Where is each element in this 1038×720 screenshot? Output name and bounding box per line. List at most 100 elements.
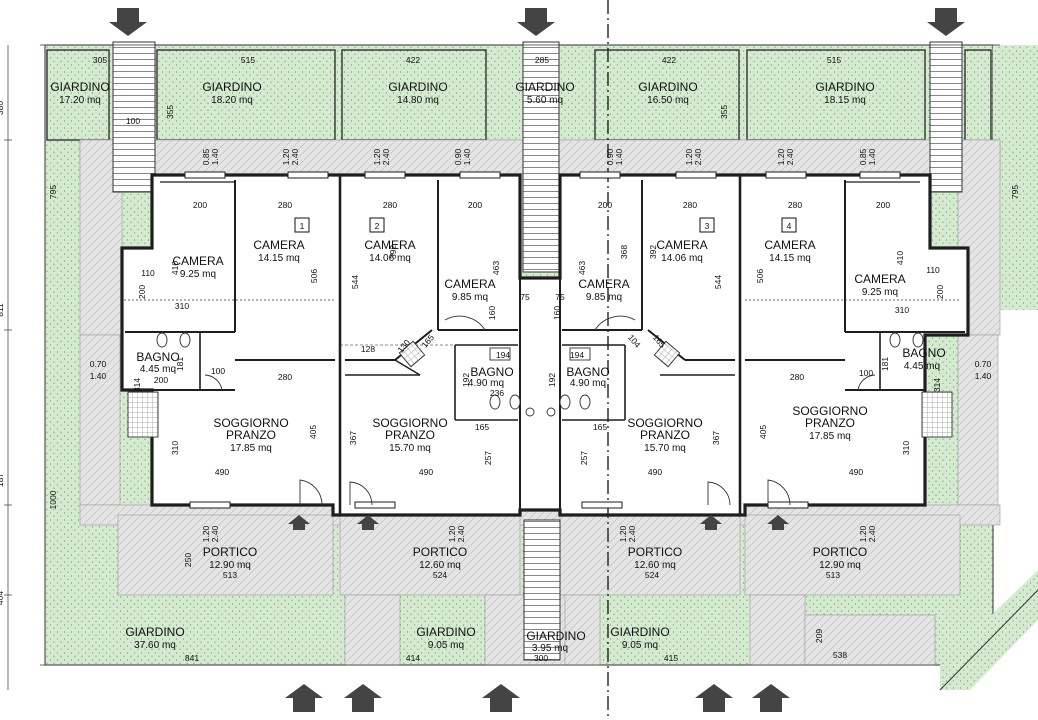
entrance-arrows xyxy=(109,8,965,712)
room-name: BAGNO xyxy=(470,365,513,379)
dim-label: 1000 xyxy=(48,490,58,509)
garden-label: GIARDINO xyxy=(202,80,261,94)
room-name: CAMERA xyxy=(364,238,415,252)
dim-label: 538 xyxy=(833,650,847,660)
dim-label: 2.40 xyxy=(290,148,300,165)
dim-label: 187 xyxy=(0,473,5,487)
room-area: 14.06 mq xyxy=(661,253,703,264)
dim-label: 422 xyxy=(662,55,676,65)
unit-number: 4 xyxy=(787,221,792,231)
room-name: PRANZO xyxy=(640,428,690,442)
dim-label: 192 xyxy=(547,373,557,387)
room-name: BAGNO xyxy=(566,365,609,379)
dim-label: 380 xyxy=(0,101,5,115)
portico-area: 12.60 mq xyxy=(634,560,676,571)
dim-label: 0.70 xyxy=(975,359,992,369)
dim-label: 410 xyxy=(170,261,180,275)
dim-label: 236 xyxy=(490,388,504,398)
dim-label: 280 xyxy=(278,372,292,382)
dim-label: 194 xyxy=(496,350,510,360)
dim-label: 128 xyxy=(361,344,375,354)
garden-area: 3.95 mq xyxy=(532,643,568,654)
dim-label: 100 xyxy=(211,366,225,376)
dim-label: 310 xyxy=(901,441,911,455)
dim-label: 414 xyxy=(406,653,420,663)
arrow-up-icon xyxy=(357,515,379,530)
dim-label: 490 xyxy=(215,467,229,477)
dim-label: 100 xyxy=(126,116,140,126)
garden-area: 5.60 mq xyxy=(527,95,563,106)
door-swings xyxy=(204,315,876,506)
garden-label: GIARDINO xyxy=(526,629,585,643)
dim-label: 200 xyxy=(154,375,168,385)
garden-area: 37.60 mq xyxy=(134,640,176,651)
dim-label: 110 xyxy=(926,265,940,275)
garden-label: GIARDINO xyxy=(416,625,475,639)
garden-label: GIARDINO xyxy=(50,80,109,94)
room-area: 14.15 mq xyxy=(769,253,811,264)
dim-label: 1.40 xyxy=(90,371,107,381)
paving xyxy=(79,139,1001,666)
dim-label: 367 xyxy=(348,431,358,445)
garden-label: GIARDINO xyxy=(610,625,669,639)
dim-label: 200 xyxy=(598,200,612,210)
garden-label: GIARDINO xyxy=(125,625,184,639)
dim-label: 506 xyxy=(309,269,319,283)
dim-label: 405 xyxy=(758,425,768,439)
portico-area: 12.60 mq xyxy=(419,560,461,571)
dim-label: 0.85 xyxy=(858,148,868,165)
building-walls xyxy=(120,173,970,517)
room-name: SOGGIORNO xyxy=(372,416,447,430)
dim-label: 2.40 xyxy=(693,148,703,165)
dim-label: 75 xyxy=(555,292,565,302)
dim-label: 1.20 xyxy=(618,525,628,542)
dim-label: 1.40 xyxy=(867,148,877,165)
garden-label: GIARDINO xyxy=(515,80,574,94)
dim-label: 1.20 xyxy=(201,525,211,542)
room-name: CAMERA xyxy=(656,238,707,252)
dim-label: 2.40 xyxy=(627,525,637,542)
dim-label: 200 xyxy=(876,200,890,210)
dim-label: 0.70 xyxy=(90,359,107,369)
dim-label: 513 xyxy=(223,570,237,580)
dim-label: 1.20 xyxy=(372,148,382,165)
dim-label: 2.40 xyxy=(210,525,220,542)
dim-label: 795 xyxy=(48,185,58,199)
dim-label: 544 xyxy=(713,275,723,289)
arrow-up-icon xyxy=(700,515,722,530)
dim-label: 392 xyxy=(648,245,658,259)
portico-label: PORTICO xyxy=(628,545,682,559)
room-area: 15.70 mq xyxy=(389,443,431,454)
dim-label: 490 xyxy=(419,467,433,477)
dim-label: 200 xyxy=(935,285,945,299)
arrow-up-icon xyxy=(767,515,789,530)
arrow-down-icon xyxy=(517,8,555,36)
dim-label: 160 xyxy=(552,306,562,320)
room-area: 4.90 mq xyxy=(468,378,504,389)
dim-label: 1.40 xyxy=(462,148,472,165)
room-area: 14.06 mq xyxy=(369,253,411,264)
dim-label: 1.40 xyxy=(975,371,992,381)
room-name: SOGGIORNO xyxy=(213,416,288,430)
dim-label: 506 xyxy=(755,269,765,283)
room-area: 17.85 mq xyxy=(230,443,272,454)
dim-label: 0.90 xyxy=(453,148,463,165)
dim-label: 795 xyxy=(1010,185,1020,199)
room-name: CAMERA xyxy=(444,277,495,291)
dim-label: 75 xyxy=(520,292,530,302)
dim-label: 2.40 xyxy=(785,148,795,165)
room-name: BAGNO xyxy=(136,350,179,364)
dim-label: 300 xyxy=(534,653,548,663)
garden-area: 18.15 mq xyxy=(824,95,866,106)
stairs xyxy=(112,41,963,661)
garden-label: GIARDINO xyxy=(638,80,697,94)
dim-label: 1.20 xyxy=(776,148,786,165)
dim-label: 1.40 xyxy=(614,148,624,165)
dim-label: 110 xyxy=(141,268,155,278)
dim-label: 200 xyxy=(193,200,207,210)
dim-label: 392 xyxy=(388,245,398,259)
dim-label: 0.85 xyxy=(201,148,211,165)
dim-label: 463 xyxy=(577,261,587,275)
dim-label: 280 xyxy=(278,200,292,210)
arrow-down-icon xyxy=(927,8,965,36)
